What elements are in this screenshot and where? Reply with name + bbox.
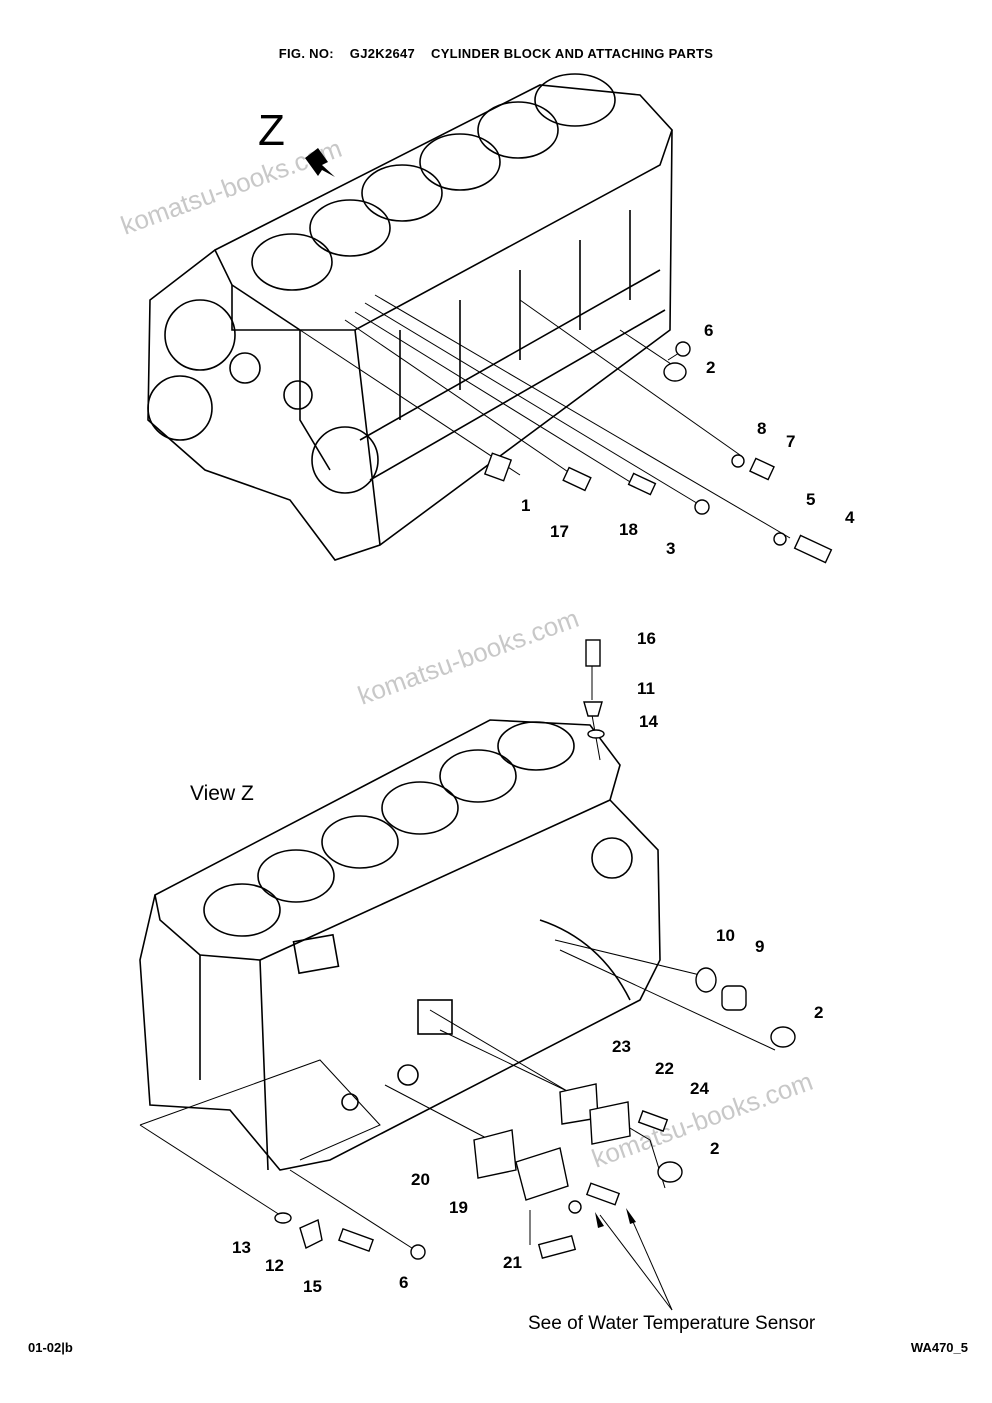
part-21-bolt: [537, 1234, 577, 1260]
callout-6-lower: 6: [399, 1273, 408, 1292]
fig-title: CYLINDER BLOCK AND ATTACHING PARTS: [431, 46, 714, 61]
watermark-2: komatsu-books.com: [354, 603, 583, 711]
part-20-gasket: [473, 1129, 517, 1179]
engine-block-bottom: [139, 719, 661, 1171]
callout-24: 24: [690, 1079, 709, 1098]
part-14-oring: [587, 729, 605, 739]
callout-8: 8: [757, 419, 766, 438]
watermark-1: komatsu-books.com: [117, 133, 346, 241]
callout-19: 19: [449, 1198, 468, 1217]
sensor-body: [585, 1182, 621, 1206]
part-9-plug: [721, 985, 747, 1011]
part-15-bolt: [338, 1227, 374, 1253]
callout-13: 13: [232, 1238, 251, 1257]
fig-label: FIG. NO:: [278, 46, 334, 61]
part-24-bolt: [637, 1110, 669, 1132]
part-18-fitting: [627, 472, 657, 496]
leaders-top: [299, 294, 791, 539]
view-z-label: View Z: [190, 782, 254, 805]
part-3-plug: [694, 499, 710, 515]
callout-6: 6: [704, 321, 713, 340]
callout-3: 3: [666, 539, 675, 558]
callouts-bottom: 16 11 14 10 9 2 23 22 24 2 20 19 21 13 1…: [232, 629, 823, 1296]
callout-2: 2: [706, 358, 715, 377]
callouts-top: 6 2 8 7 5 4 1 17 18 3: [521, 321, 855, 558]
callout-10: 10: [716, 926, 735, 945]
figure-header: FIG. NO: GJ2K2647 CYLINDER BLOCK AND ATT…: [0, 46, 992, 61]
callout-15: 15: [303, 1277, 322, 1296]
sensor-fitting: [568, 1200, 582, 1214]
part-19-housing: [515, 1147, 569, 1201]
callout-5: 5: [806, 490, 815, 509]
part-5-washer: [773, 532, 787, 546]
part-4-bolt: [793, 534, 833, 564]
part-2-cap-upper: [770, 1026, 796, 1048]
callout-9: 9: [755, 937, 764, 956]
callout-22: 22: [655, 1059, 674, 1078]
part-11-seal: [583, 701, 603, 717]
callout-2-upper: 2: [814, 1003, 823, 1022]
part-6-plug: [675, 341, 691, 357]
part-1-plug: [483, 452, 513, 482]
callout-12: 12: [265, 1256, 284, 1275]
part-2-cap: [663, 362, 687, 382]
footer-page-code: 01-02|b: [28, 1340, 73, 1355]
callout-16: 16: [637, 629, 656, 648]
callout-23: 23: [612, 1037, 631, 1056]
callout-2-lower: 2: [710, 1139, 719, 1158]
part-17-fitting: [562, 466, 592, 492]
callout-20: 20: [411, 1170, 430, 1189]
callout-4: 4: [845, 508, 855, 527]
callout-11: 11: [637, 679, 655, 698]
callout-18: 18: [619, 520, 638, 539]
callout-14: 14: [639, 712, 658, 731]
part-10-oring: [695, 967, 717, 993]
part-13-oring: [274, 1212, 292, 1224]
part-7-bolt: [749, 457, 775, 481]
fig-number: GJ2K2647: [349, 46, 416, 61]
sensor-arrows: [595, 1208, 636, 1228]
part-22-cover: [589, 1101, 631, 1145]
callout-17: 17: [550, 522, 569, 541]
callout-21: 21: [503, 1253, 522, 1272]
callout-7: 7: [786, 432, 795, 451]
engine-block-top: [147, 73, 673, 561]
parts-bottom: [274, 639, 796, 1260]
part-16-bolt: [585, 639, 601, 667]
view-z-arrow: [305, 148, 335, 177]
footer-model-code: WA470_5: [910, 1340, 968, 1355]
part-12-plug: [299, 1219, 323, 1249]
view-z-letter: Z: [258, 106, 285, 155]
sensor-note: See of Water Temperature Sensor: [528, 1313, 816, 1334]
parts-top: [483, 341, 833, 564]
part-8-washer: [731, 454, 745, 468]
part-2-cap-lower: [657, 1161, 683, 1183]
part-6-plug-lower: [410, 1244, 426, 1260]
callout-1: 1: [521, 496, 530, 515]
watermarks: komatsu-books.com komatsu-books.com koma…: [117, 133, 817, 1174]
